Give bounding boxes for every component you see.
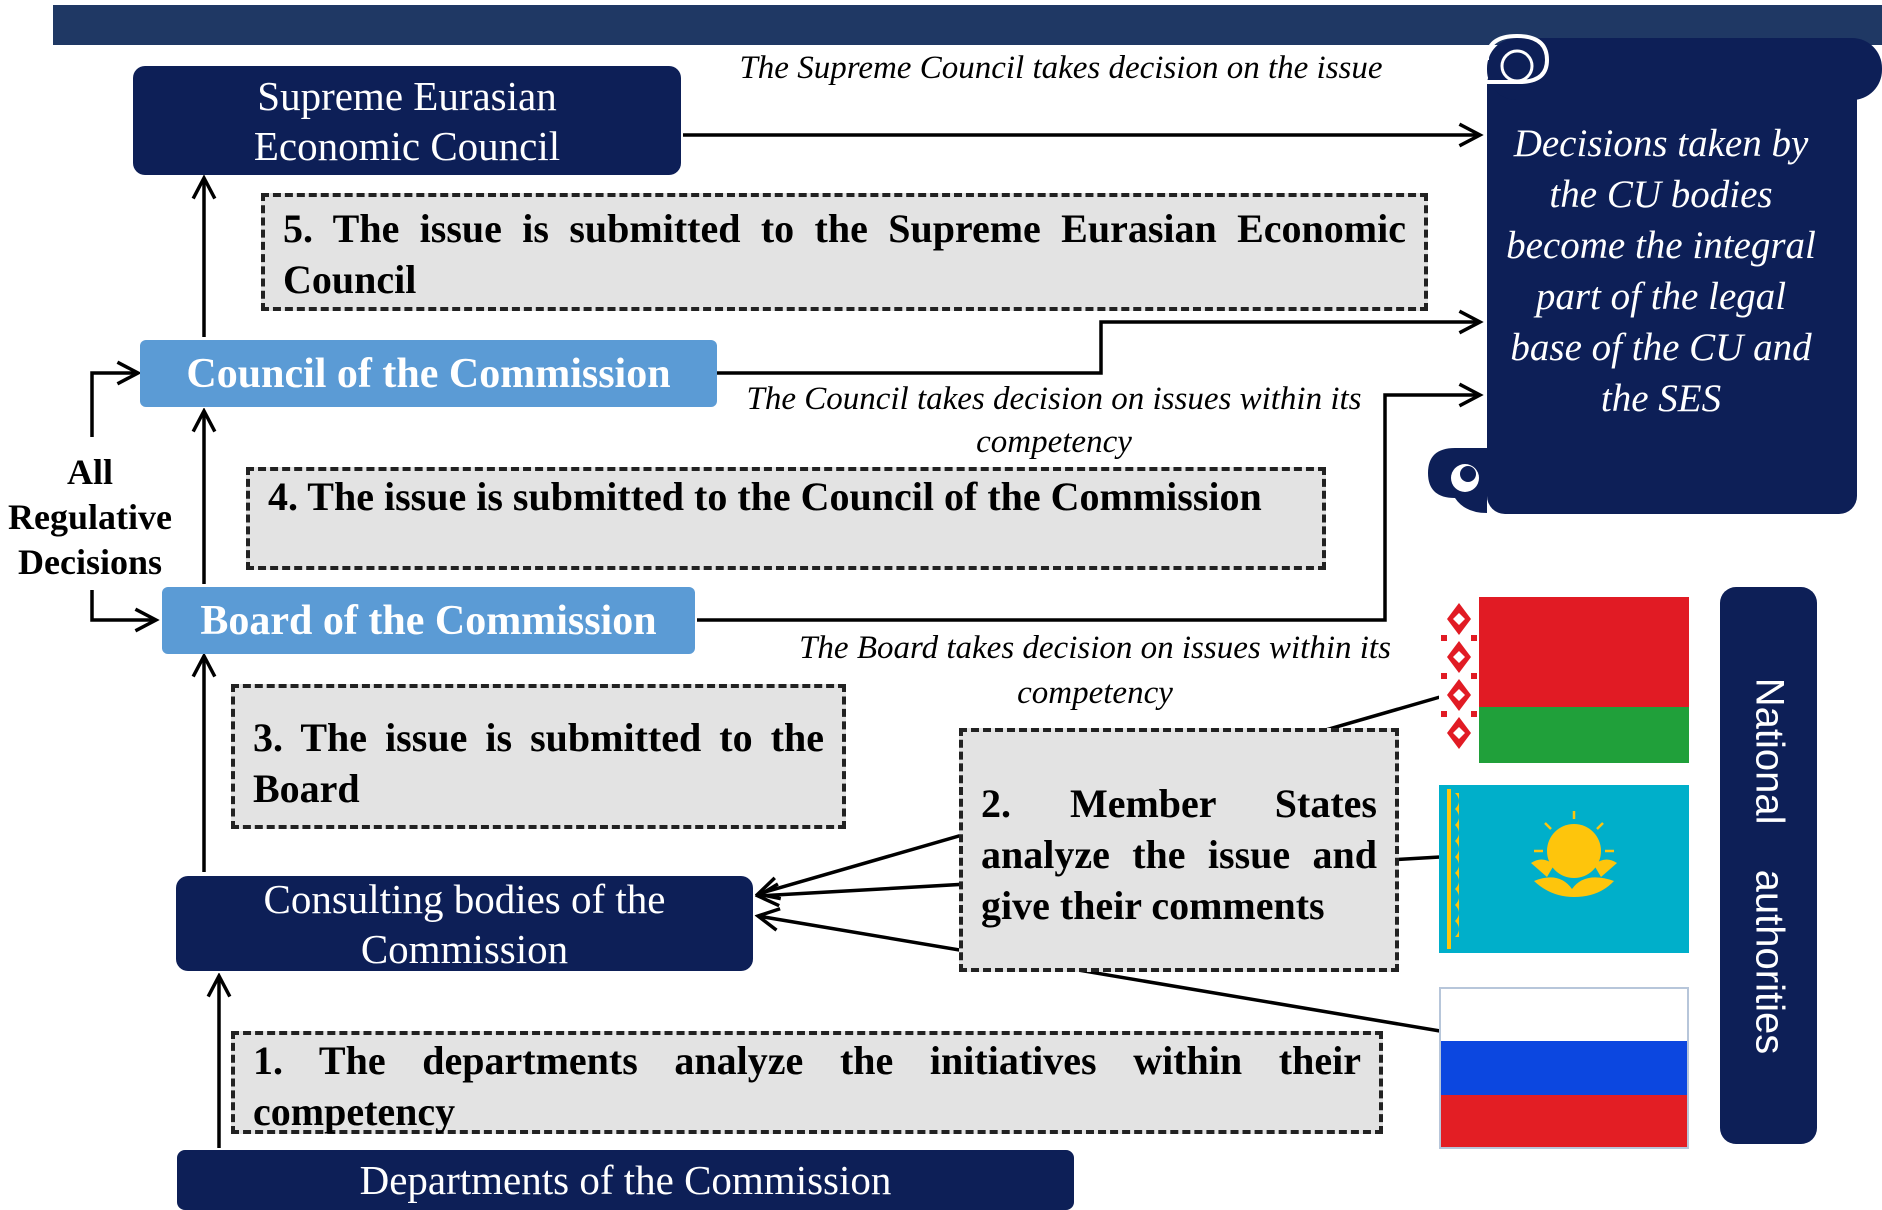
step-2-box: 2. Member States analyze the issue and g… (959, 728, 1399, 972)
board-decision-note: The Board takes decision on issues withi… (799, 630, 1391, 711)
consulting-bodies-label: Consulting bodies of the Commission (263, 875, 666, 972)
scroll-shape (1428, 33, 1882, 514)
consulting-bodies-box: Consulting bodies of the Commission (176, 875, 753, 972)
step-4-box: 4. The issue is submitted to the Council… (246, 467, 1326, 570)
kazakhstan-flag-icon (1439, 785, 1689, 953)
departments-box: Departments of the Commission (177, 1150, 1074, 1210)
council-decision-note: The Council takes decision on issues wit… (746, 381, 1362, 460)
council-commission-label: Council of the Commission (186, 350, 671, 397)
supreme-council-label: Supreme Eurasian Economic Council (253, 72, 561, 169)
council-commission-box: Council of the Commission (140, 340, 717, 407)
step-3-box: 3. The issue is submitted to the Board (231, 684, 846, 829)
belarus-flag-icon (1439, 597, 1689, 763)
step-5-text: 5. The issue is submitted to the Supreme… (283, 206, 1406, 302)
step-1-box: 1. The departments analyze the initiativ… (231, 1031, 1383, 1134)
step-5-box: 5. The issue is submitted to the Supreme… (261, 193, 1428, 311)
supreme-council-box: Supreme Eurasian Economic Council (133, 66, 681, 175)
national-authorities-box: National authorities (1720, 587, 1817, 1144)
supreme-decision-note: The Supreme Council takes decision on th… (739, 50, 1383, 86)
all-regulative-label: All Regulative Decisions (8, 452, 172, 582)
national-authorities-label: National authorities (1747, 677, 1791, 1054)
step-2-text: 2. Member States analyze the issue and g… (981, 781, 1377, 928)
step-3-text: 3. The issue is submitted to the Board (253, 715, 824, 811)
board-commission-box: Board of the Commission (162, 587, 695, 654)
russia-flag-icon (1439, 987, 1689, 1149)
step-4-text: 4. The issue is submitted to the Council… (268, 474, 1262, 519)
departments-label: Departments of the Commission (359, 1157, 892, 1203)
board-commission-label: Board of the Commission (200, 597, 657, 644)
result-text: Decisions taken by the CU bodies become … (1506, 122, 1816, 420)
step-1-text: 1. The departments analyze the initiativ… (253, 1038, 1361, 1134)
